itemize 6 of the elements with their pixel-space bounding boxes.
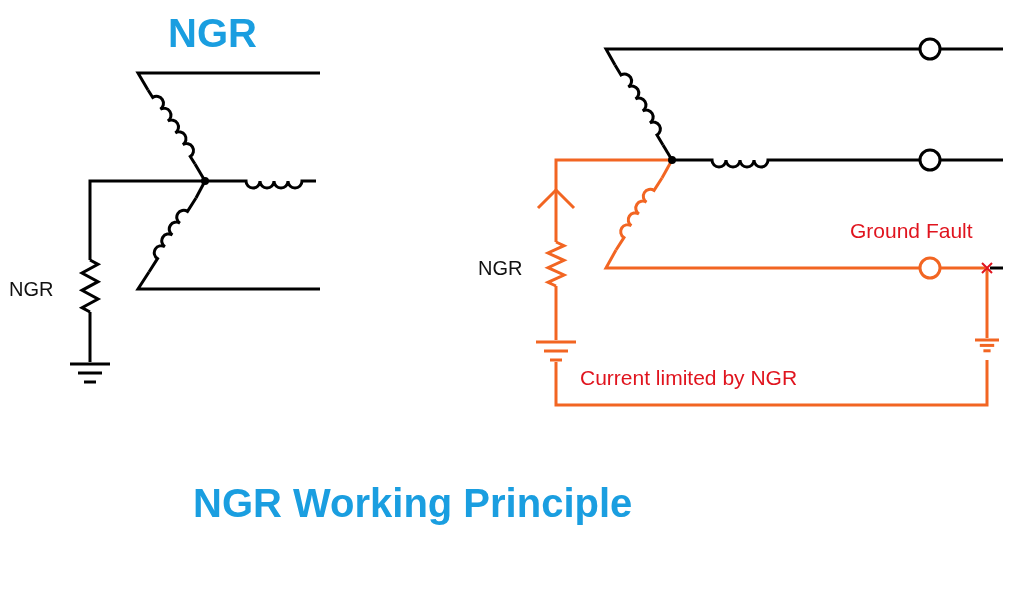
heading-text: NGR [168,13,257,53]
fault-label: Ground Fault [850,220,973,241]
component-label: NGR [478,258,523,278]
annotation-text: Current limited by NGR [580,367,798,388]
caption-text: NGR Working Principle [193,483,633,523]
component-label: NGR [9,279,54,299]
